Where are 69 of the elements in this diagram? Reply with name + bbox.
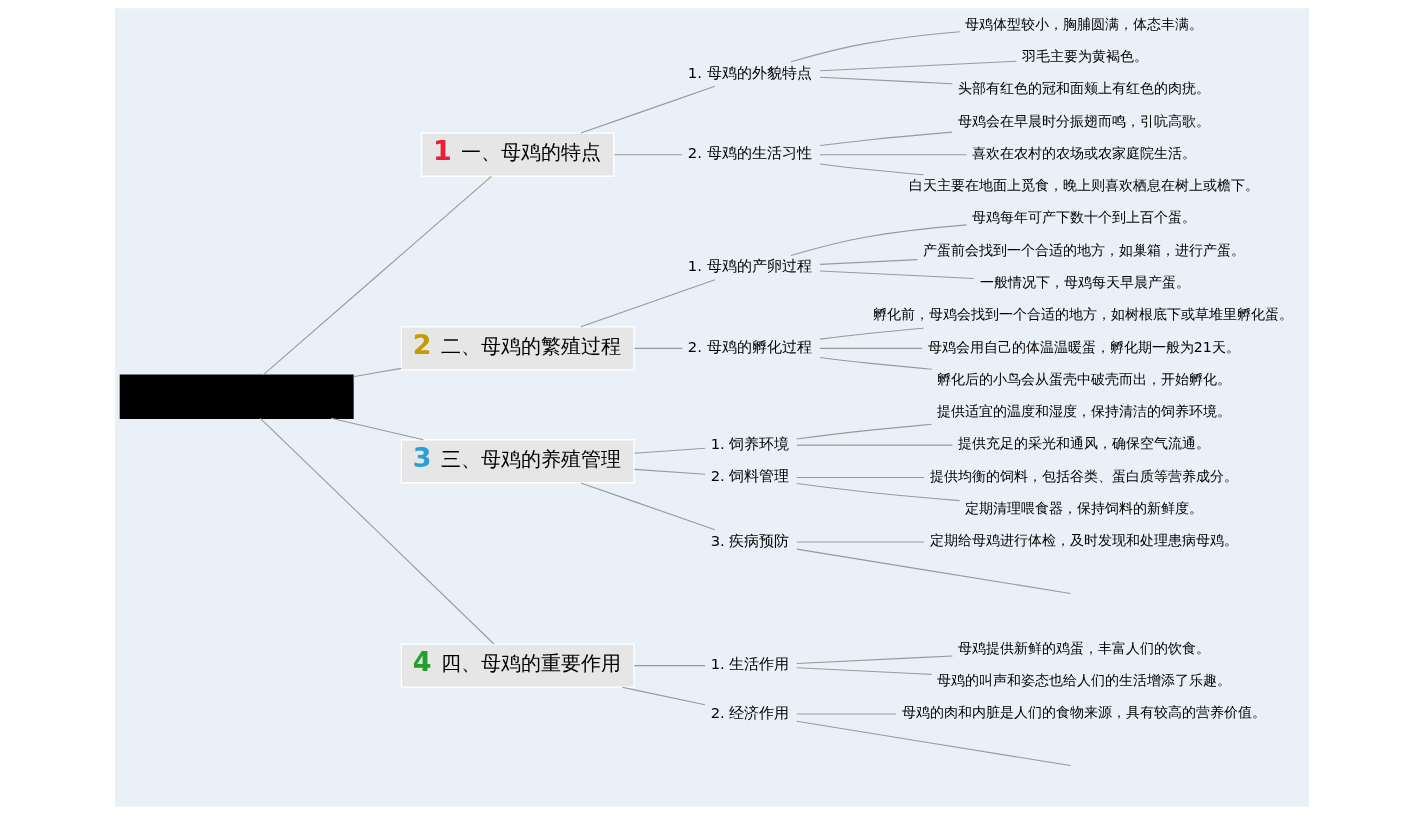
connector [818, 270, 974, 279]
node-text: 孵化前，母鸡会找到一个合适的地方，如树根底下或草堆里孵化蛋。 [872, 306, 1293, 323]
connector [790, 224, 967, 256]
node-text: 2. 母鸡的孵化过程 [687, 338, 812, 356]
connector [818, 60, 1017, 72]
node-text: 母鸡提供新鲜的鸡蛋，丰富人们的饮食。 [957, 639, 1210, 656]
node-text: 1. 母鸡的产卵过程 [687, 257, 812, 275]
connector [819, 357, 932, 370]
node-text: 1. 饲养环境 [710, 434, 789, 452]
connector [795, 476, 925, 478]
connector [819, 327, 924, 340]
node-text: 头部有红色的冠和面颊上有红色的肉疣。 [957, 80, 1210, 97]
node-text: 2. 母鸡的生活习性 [687, 144, 812, 162]
connector [795, 541, 925, 543]
connector [819, 131, 953, 147]
connector [795, 655, 953, 665]
connector [633, 468, 706, 475]
connector [579, 482, 715, 531]
connector [795, 720, 1071, 767]
connector [818, 76, 953, 85]
connector [795, 423, 932, 440]
connector [621, 686, 705, 706]
connector [633, 447, 706, 454]
node-text: 一般情况下，母鸡每天早晨产蛋。 [979, 274, 1190, 291]
connector [613, 154, 683, 156]
node-text: 定期清理喂食器，保持饲料的新鲜度。 [964, 499, 1203, 516]
connector [818, 347, 923, 349]
connector [633, 665, 706, 667]
node-text: 提供均衡的饲料，包括谷类、蛋白质等营养成分。 [929, 467, 1238, 484]
node-box: 2 二、母鸡的繁殖过程 [400, 326, 635, 371]
connector [795, 444, 953, 446]
connector [352, 367, 402, 378]
connector [579, 279, 715, 328]
connector [795, 483, 960, 502]
connector [819, 163, 924, 176]
connector [790, 31, 960, 63]
connector [633, 347, 683, 349]
node-box: 4 四、母鸡的重要作用 [400, 643, 635, 688]
node-box: 1 一、母鸡的特点 [420, 132, 614, 177]
node-text: 1. 生活作用 [710, 655, 789, 673]
node-text: 母鸡的叫声和姿态也给人们的生活增添了乐趣。 [936, 672, 1231, 689]
connector [262, 175, 492, 376]
connector [259, 417, 494, 645]
node-text: 提供充足的采光和通风，确保空气流通。 [957, 435, 1210, 452]
connector [795, 548, 1071, 594]
connector [795, 667, 932, 675]
node-text: 提供适宜的温度和湿度，保持清洁的饲养环境。 [936, 403, 1231, 420]
connector [818, 259, 918, 265]
node-text: 孵化后的小鸟会从蛋壳中破壳而出，开始孵化。 [936, 370, 1231, 387]
connector [330, 417, 424, 441]
node-text: 母鸡每年可产下数十个到上百个蛋。 [971, 209, 1196, 226]
node-text: 定期给母鸡进行体检，及时发现和处理患病母鸡。 [929, 532, 1238, 549]
node-text: 母鸡会用自己的体温温暖蛋，孵化期一般为21天。 [927, 338, 1240, 355]
node-box: 3 三、母鸡的养殖管理 [400, 439, 635, 484]
node-text: 白天主要在地面上觅食，晚上则喜欢栖息在树上或檐下。 [908, 177, 1259, 194]
connector [579, 85, 715, 134]
node-text: 母鸡会在早晨时分振翅而鸣，引吭高歌。 [957, 112, 1210, 129]
node-text: 2. 经济作用 [710, 703, 789, 721]
node-text: 母鸡体型较小，胸脯圆满，体态丰满。 [964, 15, 1203, 32]
node-text: 羽毛主要为黄褐色。 [1021, 48, 1148, 65]
connector [795, 713, 897, 715]
node-box [119, 374, 354, 419]
connector [818, 154, 967, 156]
node-text: 产蛋前会找到一个合适的地方，如巢箱，进行产蛋。 [922, 241, 1245, 258]
node-text: 母鸡的肉和内脏是人们的食物来源，具有较高的营养价值。 [901, 704, 1266, 721]
node-text: 2. 饲料管理 [710, 467, 789, 485]
node-text: 3. 疾病预防 [710, 531, 789, 549]
node-text: 喜欢在农村的农场或农家庭院生活。 [971, 144, 1196, 161]
node-text: 1. 母鸡的外貌特点 [687, 63, 812, 81]
